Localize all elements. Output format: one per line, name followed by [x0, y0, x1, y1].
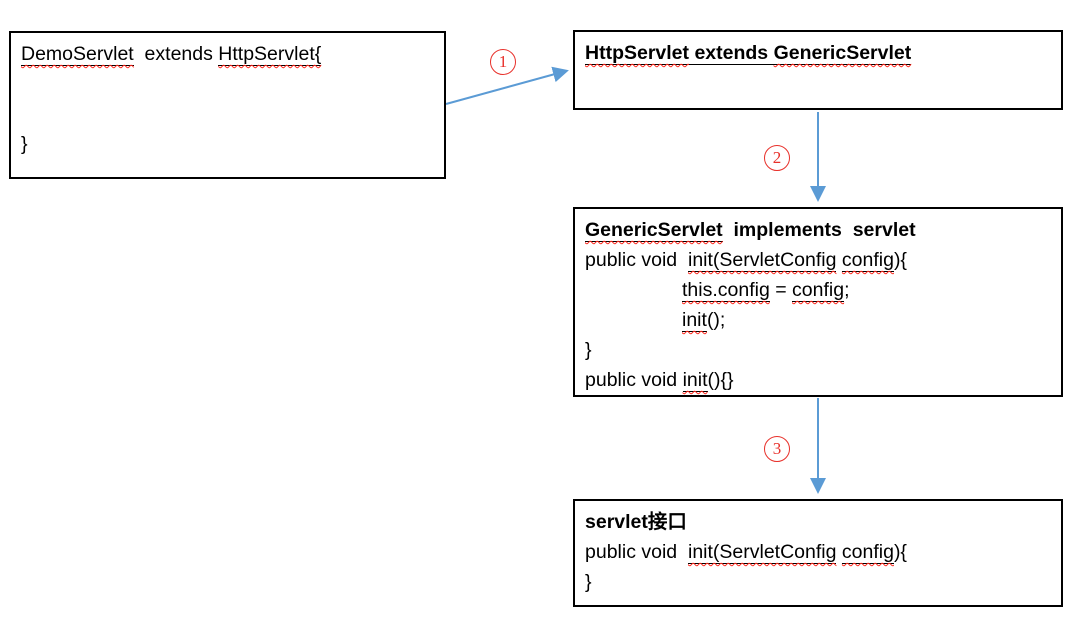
code-text: config: [841, 249, 894, 272]
code-line: }: [585, 335, 1051, 365]
code-text: GenericServlet: [773, 42, 912, 65]
code-text: }: [585, 339, 592, 361]
code-text: ;: [844, 279, 850, 301]
code-text: init: [682, 369, 708, 392]
code-text: (){}: [707, 369, 734, 391]
code-text: GenericServlet: [585, 219, 723, 242]
http-servlet-box: HttpServlet extends GenericServlet: [573, 30, 1063, 110]
code-text: config: [792, 279, 845, 302]
step-1-circled-number: 1: [490, 49, 516, 75]
code-text: this.config: [682, 279, 770, 302]
code-text: init(ServletConfig: [687, 541, 837, 564]
code-text: ();: [706, 309, 726, 331]
demo-servlet-box: DemoServlet extends HttpServlet{}: [9, 31, 446, 179]
code-text: =: [769, 279, 793, 301]
arrow-line-1: [445, 66, 569, 105]
code-line: }: [21, 129, 434, 159]
step-3-circled-number: 3: [764, 436, 790, 462]
code-line: GenericServlet implements servlet: [585, 215, 1051, 245]
code-text: HttpServlet: [585, 42, 690, 65]
code-line: DemoServlet extends HttpServlet{: [21, 39, 434, 69]
code-line: [21, 99, 434, 129]
code-text: implements servlet: [722, 219, 916, 241]
code-line: public void init(){}: [585, 365, 1051, 395]
code-line: HttpServlet extends GenericServlet: [585, 38, 1051, 68]
code-text: public void: [585, 541, 688, 563]
code-text: }: [21, 133, 28, 155]
code-line: servlet接口: [585, 507, 1051, 537]
code-text: init(ServletConfig: [687, 249, 837, 272]
code-text: 接口: [647, 511, 687, 533]
code-text: public void: [585, 249, 688, 271]
code-text: ){: [893, 249, 907, 271]
code-line: public void init(ServletConfig config){: [585, 537, 1051, 567]
code-line: public void init(ServletConfig config){: [585, 245, 1051, 275]
code-text: ){: [893, 541, 907, 563]
code-text: HttpServlet{: [218, 43, 322, 66]
code-line: this.config = config;: [585, 275, 1051, 305]
code-text: extends: [133, 43, 219, 65]
code-text: public void: [585, 369, 683, 391]
demo-servlet-code: DemoServlet extends HttpServlet{}: [11, 33, 444, 163]
code-line: }: [585, 567, 1051, 597]
code-text: }: [585, 571, 592, 593]
code-text: init: [682, 309, 707, 332]
code-line: [21, 69, 434, 99]
http-servlet-code: HttpServlet extends GenericServlet: [575, 32, 1061, 72]
step-2-circled-number: 2: [764, 145, 790, 171]
code-line: init();: [585, 305, 1051, 335]
code-text: extends: [689, 42, 774, 65]
code-text: DemoServlet: [21, 43, 134, 66]
code-text: config: [841, 541, 894, 564]
code-text: servlet: [585, 511, 648, 533]
